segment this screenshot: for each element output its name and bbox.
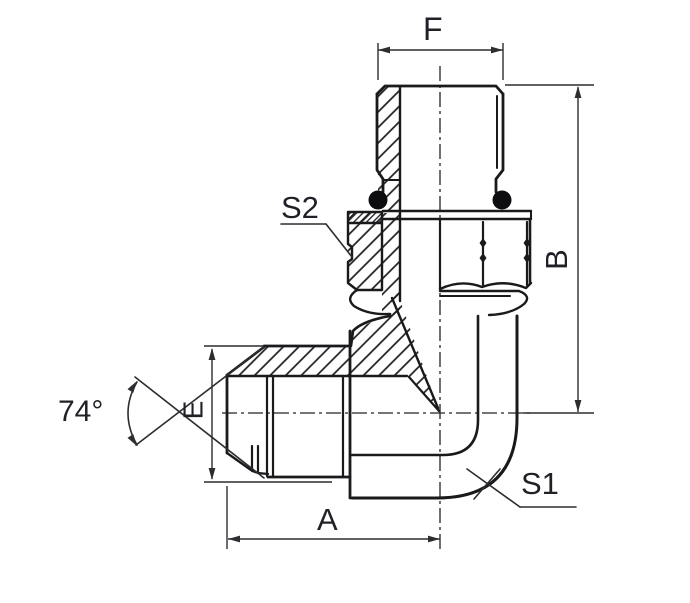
hex-nut	[346, 209, 533, 292]
s1-leader	[466, 468, 577, 508]
dimension-label-a: A	[317, 502, 338, 537]
s2-leader	[280, 223, 353, 258]
elbow-body	[262, 296, 519, 500]
dim-f-arrows	[378, 46, 503, 54]
dim-a-arrows	[228, 535, 440, 543]
section-hatch-fills	[228, 86, 438, 408]
dim-f	[377, 43, 504, 80]
o-ring-seals	[368, 190, 512, 210]
centerlines	[222, 66, 530, 552]
wrench-size-label-s2: S2	[281, 190, 319, 225]
wrench-size-label-s1: S1	[521, 466, 559, 501]
dimension-label-f: F	[423, 11, 443, 47]
dim-b	[505, 84, 594, 414]
skirt-washer	[349, 288, 529, 317]
dim-a	[226, 486, 440, 549]
hex-facet-nodes	[479, 238, 531, 263]
dim-e	[204, 345, 332, 483]
dimension-label-b: B	[538, 249, 574, 270]
cone-angle-label: 74°	[58, 395, 104, 428]
dim-b-arrows	[574, 86, 582, 412]
angle-arc-arrows	[127, 381, 137, 446]
top-port-outline	[375, 84, 505, 303]
dim-e-arrows	[208, 348, 216, 480]
dimension-label-e: E	[177, 400, 209, 420]
